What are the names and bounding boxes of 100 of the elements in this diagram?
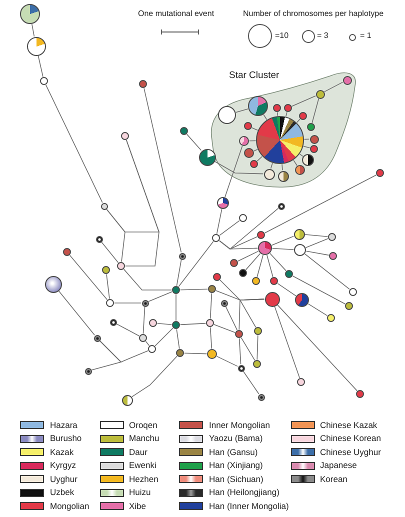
legend-label: Korean <box>320 474 348 483</box>
connector-line <box>46 84 103 203</box>
connector-line <box>123 268 172 290</box>
haplotype-circle <box>220 300 228 306</box>
legend-label: Huizu <box>129 488 151 496</box>
haplotype-circle <box>213 273 221 281</box>
connector-line <box>116 323 140 336</box>
haplotype-pie <box>258 241 272 255</box>
haplotype-pie <box>122 394 132 406</box>
haplotype-circle <box>96 236 102 242</box>
connector-line <box>245 253 261 270</box>
connector-line <box>242 370 260 394</box>
legend-label: Han (Sichuan) <box>209 474 264 483</box>
haplotype-circle <box>238 364 244 372</box>
legend-label: Chinese Kazak <box>320 420 378 429</box>
haplotype-pie <box>294 228 304 240</box>
connector-line <box>293 160 298 166</box>
legend-label: Yaozu (Bama) <box>209 434 263 442</box>
connector-line <box>270 162 273 169</box>
connector-line <box>180 322 206 326</box>
haplotype-circle <box>172 321 180 329</box>
connector-line <box>296 118 300 123</box>
legend-label: = 3 <box>317 32 328 40</box>
connector-line <box>210 326 212 350</box>
connector-line <box>154 328 174 346</box>
connector-line <box>106 274 110 300</box>
connector-line <box>132 356 178 398</box>
connector-line <box>274 306 300 378</box>
haplotype-circle <box>230 259 238 267</box>
haplotype-circle <box>40 77 48 85</box>
legend-label: Japanese <box>320 461 357 470</box>
connector-line <box>277 283 296 296</box>
connector-line <box>256 334 258 360</box>
haplotype-circle <box>121 132 129 140</box>
connector-line <box>305 238 328 248</box>
connector-line <box>178 241 214 287</box>
legend-label: Oroqen <box>129 420 158 429</box>
connector-line <box>236 108 248 113</box>
connector-line <box>144 88 182 253</box>
haplotype-circle <box>329 252 337 260</box>
connector-line <box>271 236 294 246</box>
haplotype-circle <box>180 127 188 135</box>
legend-label: Kyrgyz <box>50 461 76 470</box>
haplotype-circle <box>254 327 262 335</box>
legend-label: Chinese Korean <box>320 434 381 442</box>
haplotype-circle <box>258 394 264 400</box>
legend-label: Han (Gansu) <box>209 448 258 456</box>
haplotype-pie <box>295 293 309 307</box>
haplotype-circle <box>328 233 336 241</box>
haplotype-circle <box>142 300 148 306</box>
connector-line <box>219 236 258 250</box>
haplotype-circle <box>100 202 108 210</box>
legend-label: Inner Mongolian <box>209 420 270 429</box>
connector-line <box>248 140 256 142</box>
haplotype-circle <box>270 277 278 285</box>
legend-label: =10 <box>275 32 289 40</box>
haplotype-pie <box>198 148 216 166</box>
legend-label: One mutational event <box>138 10 214 18</box>
connector-line <box>308 303 328 316</box>
haplotype-circle <box>110 318 116 326</box>
haplotype-circle <box>176 349 184 357</box>
haplotype-circle <box>345 302 353 310</box>
legend-label: Ewenki <box>129 461 156 470</box>
connector-line <box>238 338 242 365</box>
connector-line <box>256 254 264 278</box>
haplotype-circle <box>239 269 247 277</box>
legend-label: Chinese Uyghur <box>320 448 381 456</box>
connector-line <box>186 134 202 151</box>
connector-line <box>277 112 278 116</box>
connector-line <box>304 234 328 237</box>
connector-line <box>256 156 262 162</box>
connector-line <box>304 254 350 290</box>
connector-line <box>216 356 238 367</box>
connector-line <box>216 208 222 234</box>
haplotype-circle <box>257 231 265 239</box>
legend-label: Han (Xinjiang) <box>209 461 263 470</box>
haplotype-circle <box>294 244 306 256</box>
legend-label: Hazara <box>50 420 78 429</box>
haplotype-circle <box>172 286 180 294</box>
connector-line <box>312 98 320 124</box>
haplotype-circle <box>285 270 293 278</box>
legend-label: Daur <box>129 448 148 456</box>
haplotype-circle <box>297 378 305 386</box>
connector-line <box>238 250 259 262</box>
haplotype-circle <box>102 266 110 274</box>
haplotype-circle <box>106 299 114 307</box>
connector-line <box>272 248 294 250</box>
connector-line <box>254 149 258 152</box>
connector-line <box>106 140 160 232</box>
haplotype-circle <box>44 276 62 292</box>
connector-line <box>180 288 208 290</box>
haplotype-circle <box>178 252 186 260</box>
haplotype-circle <box>253 360 261 368</box>
haplotype-circle <box>239 214 247 222</box>
legend-label: Han (Heilongjiang) <box>209 488 280 496</box>
haplotype-circle <box>206 319 214 327</box>
connector-line <box>266 254 274 278</box>
region-title: Star Cluster <box>229 71 280 80</box>
connector-line <box>286 112 288 117</box>
legend-label: Burusho <box>50 434 82 442</box>
